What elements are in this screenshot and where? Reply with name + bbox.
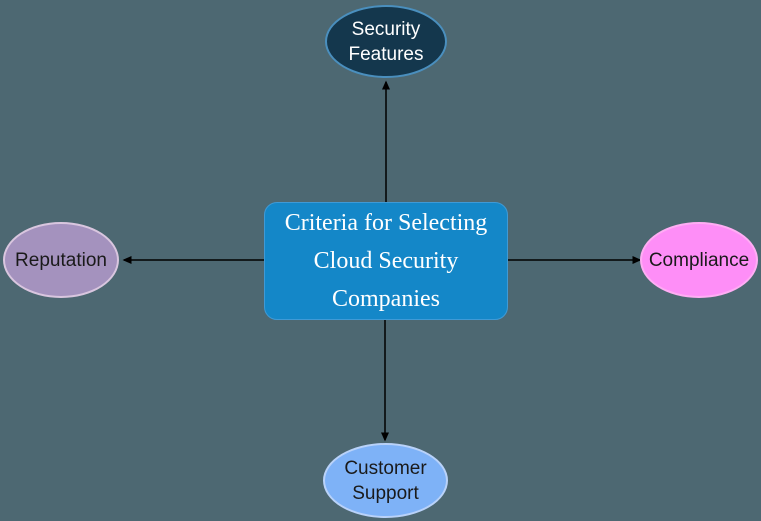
reputation-label: Reputation xyxy=(15,249,107,271)
center-label-line-3: Companies xyxy=(332,286,440,312)
center-label-line-1: Criteria for Selecting xyxy=(284,210,488,236)
security-features-label-line-2: Features xyxy=(348,43,424,65)
customer-support-label-line-2: Support xyxy=(352,482,419,504)
node-reputation: Reputation xyxy=(3,222,119,298)
node-compliance: Compliance xyxy=(640,222,758,298)
compliance-label: Compliance xyxy=(648,249,750,271)
node-customer-support: Customer Support xyxy=(323,443,448,518)
center-label-line-2: Cloud Security xyxy=(313,248,459,274)
node-center-criteria: Criteria for Selecting Cloud Security Co… xyxy=(264,202,508,320)
customer-support-label-line-1: Customer xyxy=(344,457,427,479)
security-features-label-line-1: Security xyxy=(351,18,421,40)
node-security-features: Security Features xyxy=(325,5,447,78)
